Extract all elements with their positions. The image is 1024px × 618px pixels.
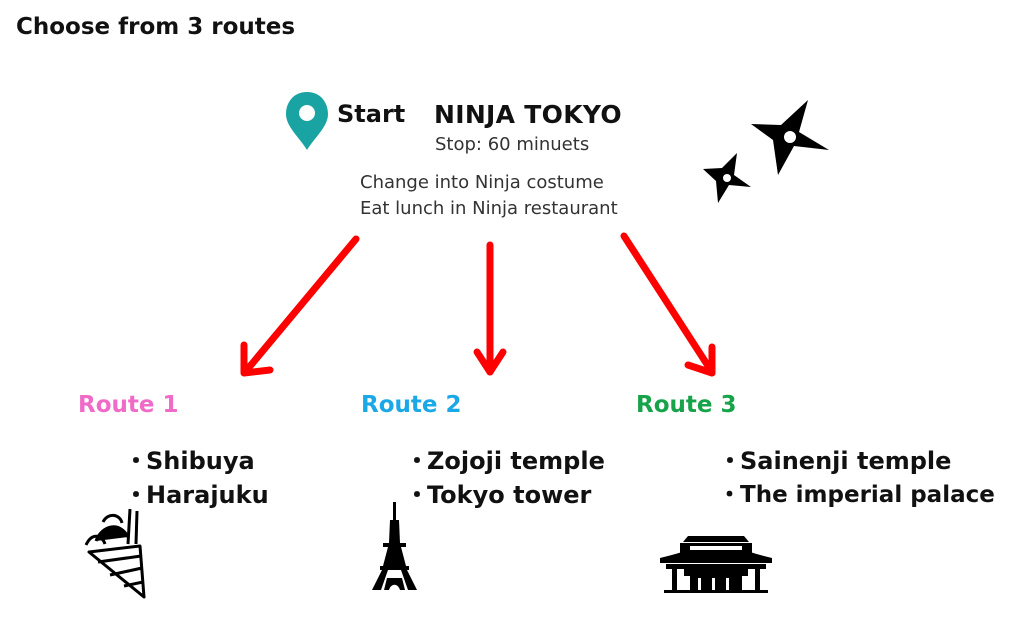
stop-duration: Stop: 60 minuets: [435, 134, 590, 155]
route-2-place: ・Tokyo tower: [405, 481, 592, 509]
arrow-to-route-3: [620, 232, 716, 377]
route-1-title: Route 1: [78, 392, 179, 418]
shuriken-small-icon: [703, 153, 751, 203]
route-2-place: ・Zojoji temple: [405, 447, 605, 475]
start-activity: Eat lunch in Ninja restaurant: [360, 198, 618, 219]
route-3-place: ・Sainenji temple: [718, 447, 952, 475]
shuriken-large-icon: [751, 100, 829, 175]
route-2-title: Route 2: [361, 392, 462, 418]
start-label: Start: [337, 100, 406, 128]
arrow-to-route-1: [240, 235, 360, 377]
location-pin-icon: [286, 92, 328, 150]
imperial-palace-icon: [660, 536, 772, 593]
route-3-place: ・The imperial palace: [718, 482, 995, 508]
tokyo-tower-icon: [372, 502, 417, 590]
crepe-icon: [84, 508, 146, 599]
start-activity: Change into Ninja costume: [360, 172, 604, 193]
route-1-place: ・Harajuku: [124, 481, 269, 509]
route-1-place: ・Shibuya: [124, 447, 255, 475]
diagram-title: Choose from 3 routes: [16, 14, 296, 40]
start-location-name: NINJA TOKYO: [434, 100, 622, 129]
arrow-to-route-2: [473, 241, 507, 376]
route-3-title: Route 3: [636, 392, 737, 418]
